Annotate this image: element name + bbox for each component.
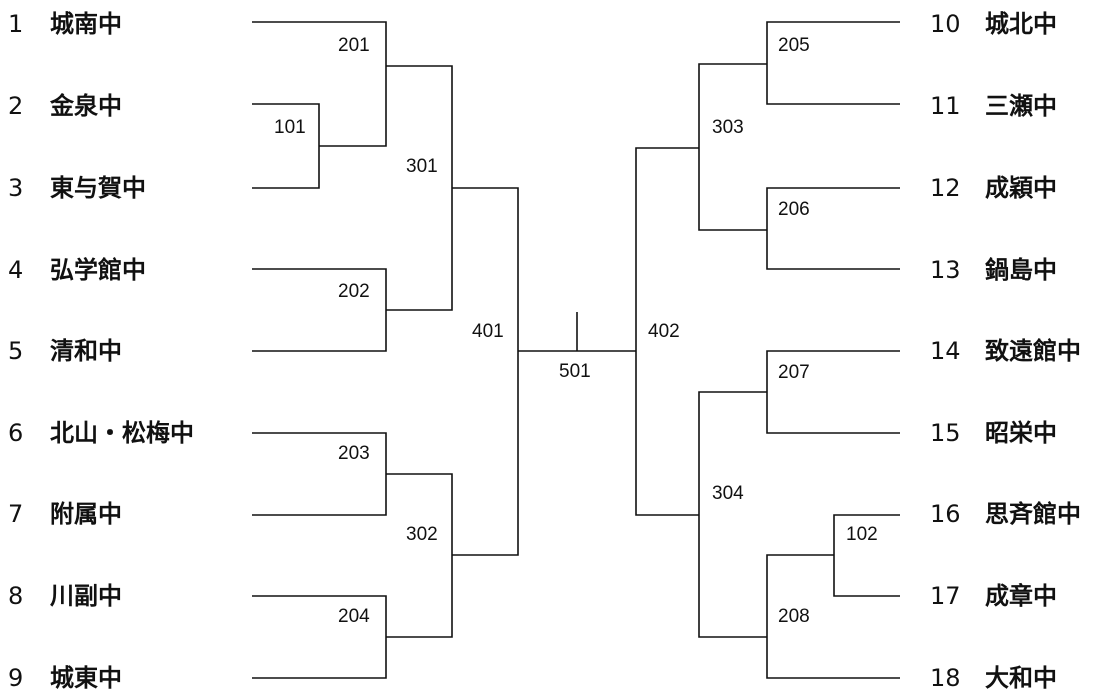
match-number: 402 <box>648 321 680 342</box>
bracket-line-303 <box>698 63 767 231</box>
match-number: 304 <box>712 483 744 504</box>
team-name: 成穎中 <box>985 174 1057 202</box>
right-team-list: 10 城北中 11 三瀬中 12 成穎中 13 鍋島中 14 致遠館中 15 昭… <box>930 10 1081 692</box>
match-number: 101 <box>274 117 306 138</box>
bracket-line-301 <box>386 65 453 311</box>
team-number: 13 <box>930 256 961 284</box>
team-number: 12 <box>930 174 961 202</box>
team-number: 4 <box>8 256 23 284</box>
team-name: 成章中 <box>985 582 1057 610</box>
team-number: 16 <box>930 500 961 528</box>
bracket-line-201 <box>252 21 387 147</box>
match-number: 301 <box>406 156 438 177</box>
match-number: 201 <box>338 35 370 56</box>
team-name: 東与賀中 <box>50 174 146 202</box>
team-number: 15 <box>930 419 961 447</box>
final-lines <box>518 312 636 352</box>
match-number: 208 <box>778 606 810 627</box>
team-name: 城南中 <box>50 10 122 38</box>
bracket-line-205 <box>766 21 900 105</box>
team-number: 18 <box>930 664 961 692</box>
match-number: 501 <box>559 361 591 382</box>
team-name: 三瀬中 <box>985 92 1057 120</box>
match-number: 206 <box>778 199 810 220</box>
match-number: 401 <box>472 321 504 342</box>
bracket-line-206 <box>766 187 900 270</box>
team-name: 致遠館中 <box>985 337 1081 365</box>
right-bracket-lines <box>635 21 900 679</box>
team-name: 金泉中 <box>49 92 122 120</box>
team-number: 2 <box>8 92 23 120</box>
team-number: 1 <box>8 10 23 38</box>
team-name: 北山・松梅中 <box>50 419 194 447</box>
team-name: 附属中 <box>50 500 122 528</box>
bracket-line-401 <box>452 187 519 556</box>
team-name: 城北中 <box>985 10 1057 38</box>
team-number: 9 <box>8 664 23 692</box>
team-name: 大和中 <box>985 664 1057 692</box>
match-number: 303 <box>712 117 744 138</box>
match-number: 302 <box>406 524 438 545</box>
bracket-line-208 <box>766 554 900 679</box>
left-bracket-lines <box>252 21 519 679</box>
left-team-list: 1 城南中 2 金泉中 3 東与賀中 4 弘学館中 5 清和中 6 北山・松梅中… <box>8 10 194 692</box>
team-number: 17 <box>930 582 961 610</box>
team-number: 11 <box>930 92 961 120</box>
bracket-line-304 <box>698 391 767 638</box>
match-number: 203 <box>338 443 370 464</box>
team-number: 3 <box>8 174 23 202</box>
match-number: 102 <box>846 524 878 545</box>
match-number: 205 <box>778 35 810 56</box>
bracket-line-402 <box>635 147 699 516</box>
team-number: 10 <box>930 10 961 38</box>
team-name: 思斉館中 <box>985 500 1081 528</box>
team-name: 昭栄中 <box>985 419 1057 447</box>
team-name: 清和中 <box>50 337 122 365</box>
match-number: 202 <box>338 281 370 302</box>
team-name: 弘学館中 <box>50 256 146 284</box>
team-number: 8 <box>8 582 23 610</box>
team-name: 城東中 <box>50 664 122 692</box>
team-number: 6 <box>8 419 23 447</box>
team-number: 7 <box>8 500 23 528</box>
team-number: 5 <box>8 337 23 365</box>
match-number: 207 <box>778 362 810 383</box>
match-number: 204 <box>338 606 370 627</box>
team-name: 鍋島中 <box>985 256 1057 284</box>
bracket-line-302 <box>386 473 453 638</box>
team-number: 14 <box>930 337 961 365</box>
match-number-labels: 101 201 202 203 204 301 302 401 501 402 … <box>274 35 878 627</box>
team-name: 川副中 <box>50 582 122 610</box>
